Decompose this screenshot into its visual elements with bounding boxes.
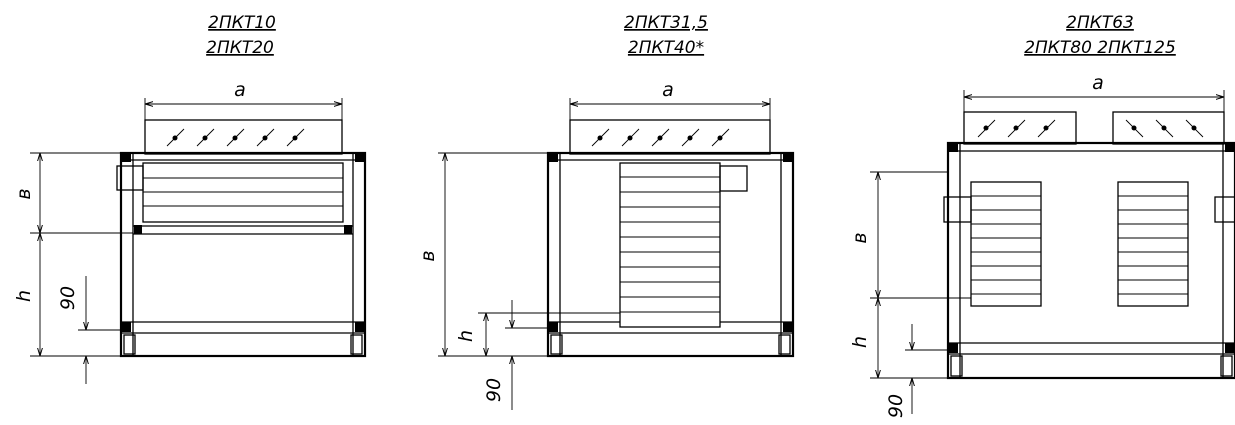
unit-body — [116, 151, 367, 358]
unit-drawing-2: 2ПКТ31,5 2ПКТ40* a — [417, 13, 795, 410]
unit-body — [943, 141, 1235, 380]
title-line-1: 2ПКТ31,5 — [624, 13, 708, 33]
damper-right — [1112, 111, 1225, 145]
dim-label-90: 90 — [57, 286, 79, 310]
unit-drawing-3: 2ПКТ63 2ПКТ80 2ПКТ125 a — [849, 13, 1235, 418]
damper-left — [963, 111, 1077, 145]
height-dimensions: в h 90 — [849, 171, 971, 418]
title-line-2: 2ПКТ80 2ПКТ125 — [1024, 38, 1176, 58]
dim-label-b: в — [849, 232, 871, 243]
title-line-1: 2ПКТ63 — [1066, 13, 1134, 33]
title-line-1: 2ПКТ10 — [208, 13, 276, 33]
unit-body — [546, 151, 795, 358]
dim-label-h: h — [455, 330, 477, 342]
damper — [569, 119, 771, 155]
dim-label-a: a — [1092, 72, 1104, 94]
dim-label-a: a — [662, 79, 674, 101]
unit-drawing-1: 2ПКТ10 2ПКТ20 a — [13, 13, 367, 384]
dim-label-h: h — [849, 336, 871, 348]
width-dimension: a — [569, 79, 771, 120]
height-dimensions: в h 90 — [13, 152, 133, 384]
dim-label-b: в — [417, 250, 439, 261]
height-dimensions: в h 90 — [417, 152, 620, 410]
width-dimension: a — [144, 79, 343, 120]
title-line-2: 2ПКТ40* — [628, 38, 704, 58]
dim-label-a: a — [234, 79, 246, 101]
dim-label-90: 90 — [885, 394, 907, 418]
title-line-2: 2ПКТ20 — [206, 38, 274, 58]
damper — [144, 119, 343, 155]
dim-label-h: h — [13, 290, 35, 302]
dim-label-90: 90 — [483, 378, 505, 402]
width-dimension: a — [963, 72, 1225, 112]
dim-label-b: в — [13, 188, 35, 199]
